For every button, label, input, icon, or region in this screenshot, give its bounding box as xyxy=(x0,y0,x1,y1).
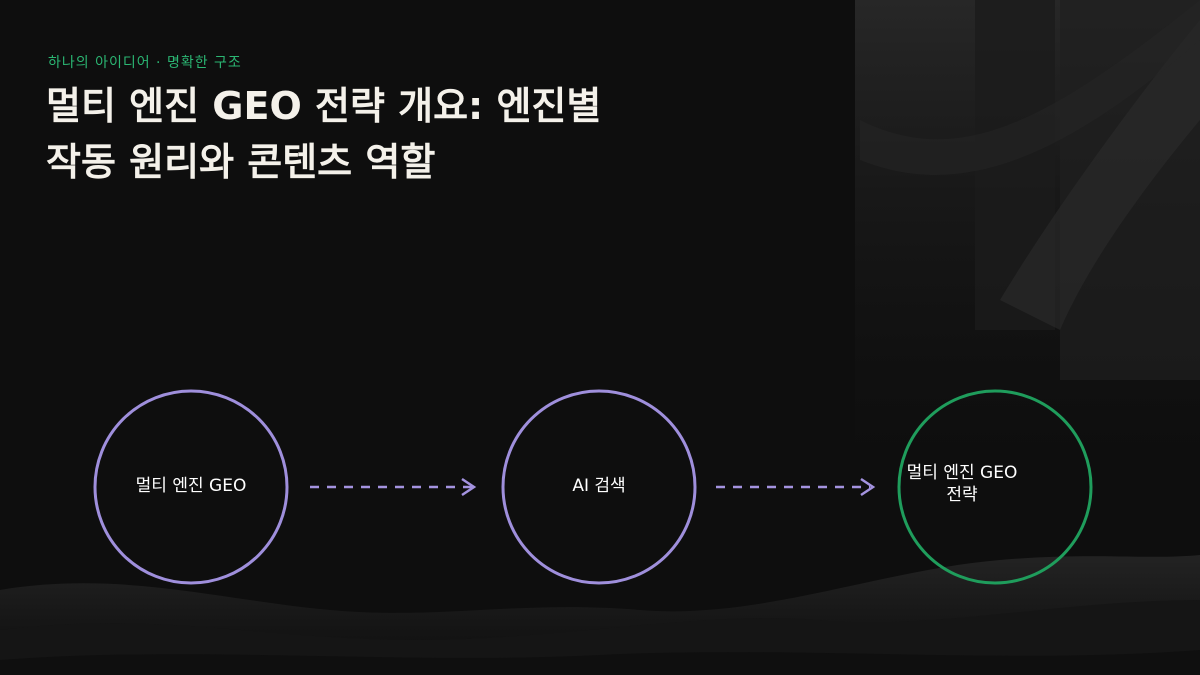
slide-title: 멀티 엔진 GEO 전략 개요: 엔진별 작동 원리와 콘텐츠 역할 xyxy=(46,78,806,190)
flow-node-3-label-line-2: 전략 xyxy=(946,485,978,505)
flow-node-2-circle xyxy=(501,389,697,585)
bg-ribbon xyxy=(1000,20,1200,330)
flow-node-3-label-line-1: 멀티 엔진 GEO xyxy=(906,463,1018,483)
slide-kicker: 하나의 아이디어 · 명확한 구조 xyxy=(48,55,242,71)
flow-node-3-label: 멀티 엔진 GEO 전략 xyxy=(882,462,1042,506)
slide-title-line-2: 작동 원리와 콘텐츠 역할 xyxy=(46,140,436,184)
arrow-head-icon xyxy=(461,477,477,497)
slide-title-line-1: 멀티 엔진 GEO 전략 개요: 엔진별 xyxy=(46,84,602,128)
arrow-head-icon xyxy=(860,477,876,497)
flow-arrow-1 xyxy=(310,477,477,497)
flow-arrow-2 xyxy=(716,477,876,497)
flow-node-2-label: AI 검색 xyxy=(572,476,626,496)
flow-node-1-circle xyxy=(93,389,289,585)
bg-ribbon xyxy=(860,0,1200,175)
flow-node-3-circle xyxy=(897,389,1093,585)
flow-node-1-label: 멀티 엔진 GEO xyxy=(135,476,247,496)
bg-wave xyxy=(0,650,1200,675)
